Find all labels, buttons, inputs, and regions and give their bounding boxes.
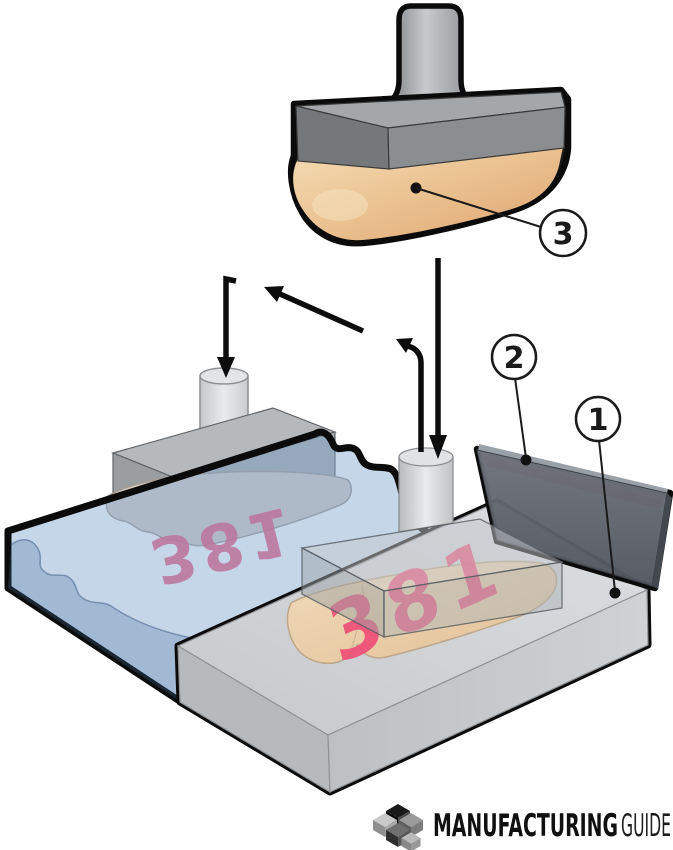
logo-text-light: GUIDE (621, 808, 671, 844)
callout-1: 1 (574, 395, 622, 599)
ghost-pad-block (299, 518, 565, 639)
callout-2-dot (520, 454, 532, 466)
plate-front-face (327, 589, 649, 793)
callout-3-line (415, 187, 542, 228)
guide-cylinder-top (398, 447, 454, 467)
callout-2-circle (490, 333, 538, 381)
arrow-diagonal-head (264, 286, 284, 302)
highlight-slab-fold-line (10, 539, 198, 640)
logo-cubes-icon (373, 804, 423, 850)
pad-tool-block-front (387, 106, 566, 170)
arrow-down-left-shaft (223, 275, 237, 360)
callout-1-label: 1 (588, 403, 609, 438)
logo: MANUFACTURING GUIDE (373, 804, 671, 850)
callout-1-line (598, 439, 616, 592)
arrow-diagonal-shaft (278, 291, 365, 334)
arrow-up-bent-head (396, 338, 413, 353)
callout-1-circle (574, 395, 622, 443)
arrow-down-long-head (429, 435, 447, 459)
callout-2: 2 (490, 333, 538, 466)
pad-ghost-assembly: 381 (105, 367, 353, 598)
callout-1-dot (609, 587, 621, 599)
silicone-pad (293, 147, 563, 241)
guide-cylinder (398, 447, 454, 533)
callout-3: 3 (410, 182, 588, 258)
ghost-pad-block-front (383, 561, 563, 638)
pressed-pad-blob (105, 470, 353, 547)
motion-arrows (217, 258, 447, 459)
trough-right-face (652, 493, 672, 589)
callout-2-line (514, 377, 527, 459)
pad-tool (288, 3, 572, 247)
callout-3-label: 3 (553, 217, 574, 252)
ink-trough (473, 444, 673, 592)
callout-3-circle (538, 208, 588, 258)
arrow-down-left-head (217, 357, 235, 378)
arrow-up-bent-shaft (406, 343, 424, 452)
highlight-slab-front-face (8, 539, 197, 702)
callout-2-label: 2 (504, 341, 525, 376)
pad-sheen (312, 189, 368, 221)
logo-text-bold: MANUFACTURING (433, 808, 618, 844)
